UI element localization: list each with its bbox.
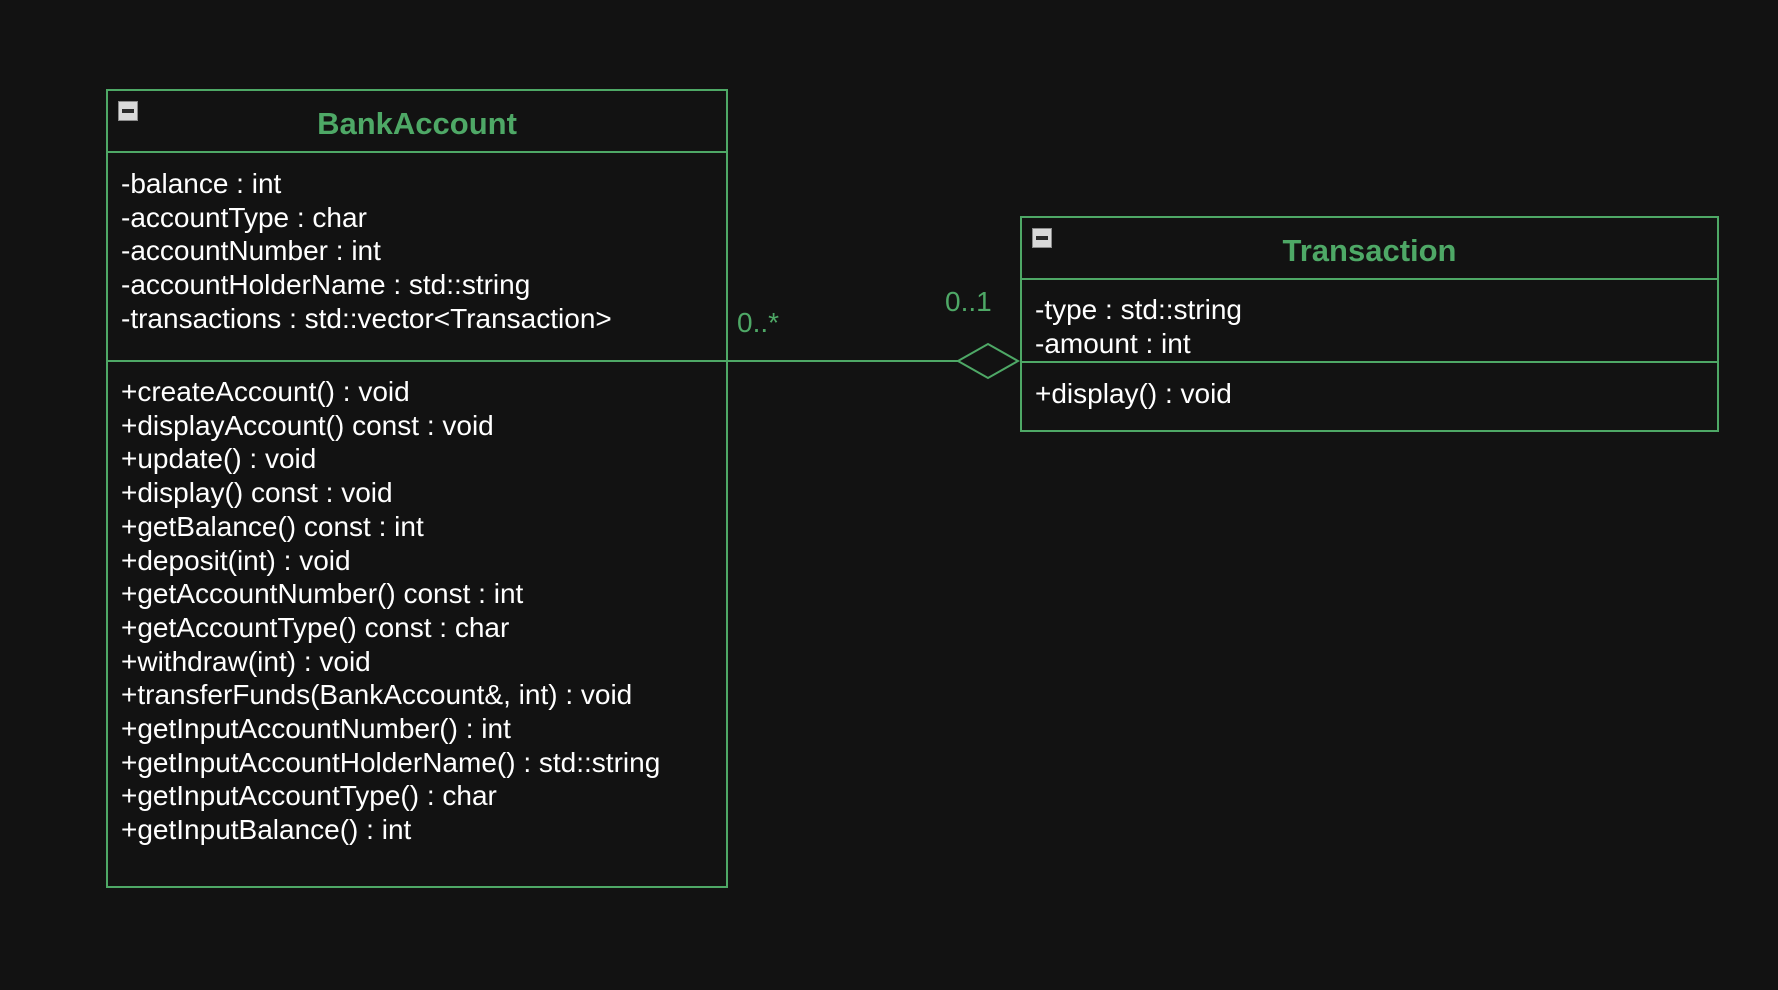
- methods-section: +createAccount() : void+displayAccount()…: [108, 362, 726, 847]
- method-item[interactable]: +withdraw(int) : void: [121, 645, 371, 677]
- method-item[interactable]: +getBalance() const : int: [121, 510, 424, 542]
- class-name: BankAccount: [317, 106, 517, 141]
- attribute-item[interactable]: -transactions : std::vector<Transaction>: [121, 302, 612, 334]
- method-item[interactable]: +getInputAccountNumber() : int: [121, 713, 511, 745]
- method-item[interactable]: +displayAccount() const : void: [121, 409, 494, 441]
- attribute-item[interactable]: -balance : int: [121, 168, 282, 199]
- attribute-item[interactable]: -accountHolderName : std::string: [121, 269, 531, 301]
- class-header: Transaction: [1022, 218, 1717, 280]
- attribute-item[interactable]: -amount : int: [1035, 327, 1191, 359]
- method-item[interactable]: +transferFunds(BankAccount&, int) : void: [121, 679, 633, 711]
- target-multiplicity-label: 0..1: [945, 286, 992, 317]
- method-item[interactable]: +getAccountType() const : char: [121, 611, 510, 643]
- class-transaction[interactable]: Transaction -type : std::string-amount :…: [1020, 216, 1719, 432]
- source-multiplicity-label: 0..*: [737, 307, 780, 338]
- method-item[interactable]: +update() : void: [121, 443, 317, 475]
- method-item[interactable]: +createAccount() : void: [121, 376, 410, 407]
- method-item[interactable]: +display() : void: [1035, 378, 1232, 409]
- method-item[interactable]: +display() const : void: [121, 477, 393, 509]
- attribute-item[interactable]: -accountType : char: [121, 201, 367, 233]
- method-item[interactable]: +getInputBalance() : int: [121, 814, 412, 846]
- attributes-section: -balance : int-accountType : char-accoun…: [108, 153, 726, 362]
- attributes-section: -type : std::string-amount : int: [1022, 280, 1717, 363]
- collapse-minus-icon[interactable]: [118, 101, 138, 121]
- method-item[interactable]: +deposit(int) : void: [121, 544, 351, 576]
- methods-section: +display() : void: [1022, 363, 1717, 411]
- attribute-item[interactable]: -accountNumber : int: [121, 235, 381, 267]
- method-item[interactable]: +getAccountNumber() const : int: [121, 578, 524, 610]
- method-item[interactable]: +getInputAccountType() : char: [121, 780, 497, 812]
- class-name: Transaction: [1282, 233, 1457, 268]
- attribute-item[interactable]: -type : std::string: [1035, 294, 1242, 325]
- class-header: BankAccount: [108, 91, 726, 153]
- class-bankaccount[interactable]: BankAccount -balance : int-accountType :…: [106, 89, 728, 888]
- aggregation-diamond-icon: [955, 342, 1021, 380]
- method-item[interactable]: +getInputAccountHolderName() : std::stri…: [121, 746, 661, 778]
- collapse-minus-icon[interactable]: [1032, 228, 1052, 248]
